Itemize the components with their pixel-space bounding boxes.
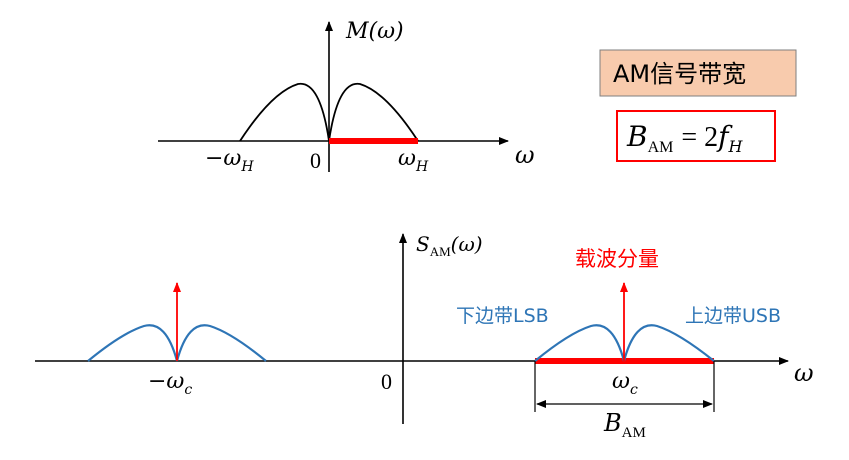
top-neg-omega-h-sub: H (240, 159, 254, 175)
neg-carrier-freq-main: −ω (148, 369, 184, 394)
neg-carrier-freq-label: −ωc (148, 369, 192, 398)
pos-carrier-freq-main: ω (612, 369, 630, 394)
formula-f-sub: H (728, 137, 744, 156)
pos-carrier-freq-label: ωc (612, 369, 638, 398)
bottom-y-label-arg: (ω) (451, 232, 483, 256)
pos-usb-lobe (622, 324, 715, 362)
lsb-label: 下边带LSB (456, 305, 549, 327)
top-neg-omega-h-label: −ωH (205, 146, 254, 175)
bottom-origin-label: 0 (381, 369, 392, 394)
top-pos-omega-h-label: ωH (398, 146, 429, 175)
neg-lsb-lobe (87, 324, 179, 362)
bottom-x-label: ω (794, 359, 814, 387)
am-bandwidth-formula: BAM= 2fH (626, 120, 744, 156)
top-pos-omega-h-main: ω (398, 146, 416, 171)
formula-equals-two: = 2 (681, 122, 718, 153)
top-pos-omega-h-sub: H (415, 159, 429, 175)
top-y-label: M(ω) (345, 19, 404, 44)
carrier-component-label: 载波分量 (575, 247, 659, 271)
bottom-y-label: SAM(ω) (416, 232, 483, 259)
bandwidth-label: BAM (603, 409, 646, 441)
formula-b-sub: AM (648, 139, 674, 156)
usb-label: 上边带USB (685, 305, 781, 327)
pos-lsb-lobe (534, 324, 626, 362)
top-x-label: ω (515, 141, 535, 169)
bottom-plot: SAM(ω) ω 0 −ωc ωc 载波分量 下边带LSB 上边带USB BAM (35, 232, 814, 441)
neg-usb-lobe (175, 324, 267, 362)
formula-b: B (626, 120, 648, 153)
bandwidth-label-main: B (603, 409, 622, 437)
top-plot: M(ω) ω 0 −ωH ωH (158, 19, 535, 175)
am-bandwidth-formula-box (616, 110, 776, 162)
am-bandwidth-title-box (599, 49, 797, 97)
neg-carrier-freq-sub: c (184, 382, 192, 398)
top-spectrum-left-lobe (239, 83, 330, 142)
bottom-y-label-sub: AM (430, 244, 451, 259)
top-spectrum-right-lobe (328, 83, 419, 142)
am-bandwidth-info: AM信号带宽 BAM= 2fH (599, 49, 797, 162)
pos-carrier-freq-sub: c (630, 382, 638, 398)
top-neg-omega-h-main: −ω (205, 146, 241, 171)
bandwidth-label-sub: AM (622, 425, 646, 441)
bottom-y-label-main: S (416, 232, 430, 256)
top-origin-label: 0 (310, 148, 321, 173)
am-bandwidth-title: AM信号带宽 (613, 60, 746, 88)
